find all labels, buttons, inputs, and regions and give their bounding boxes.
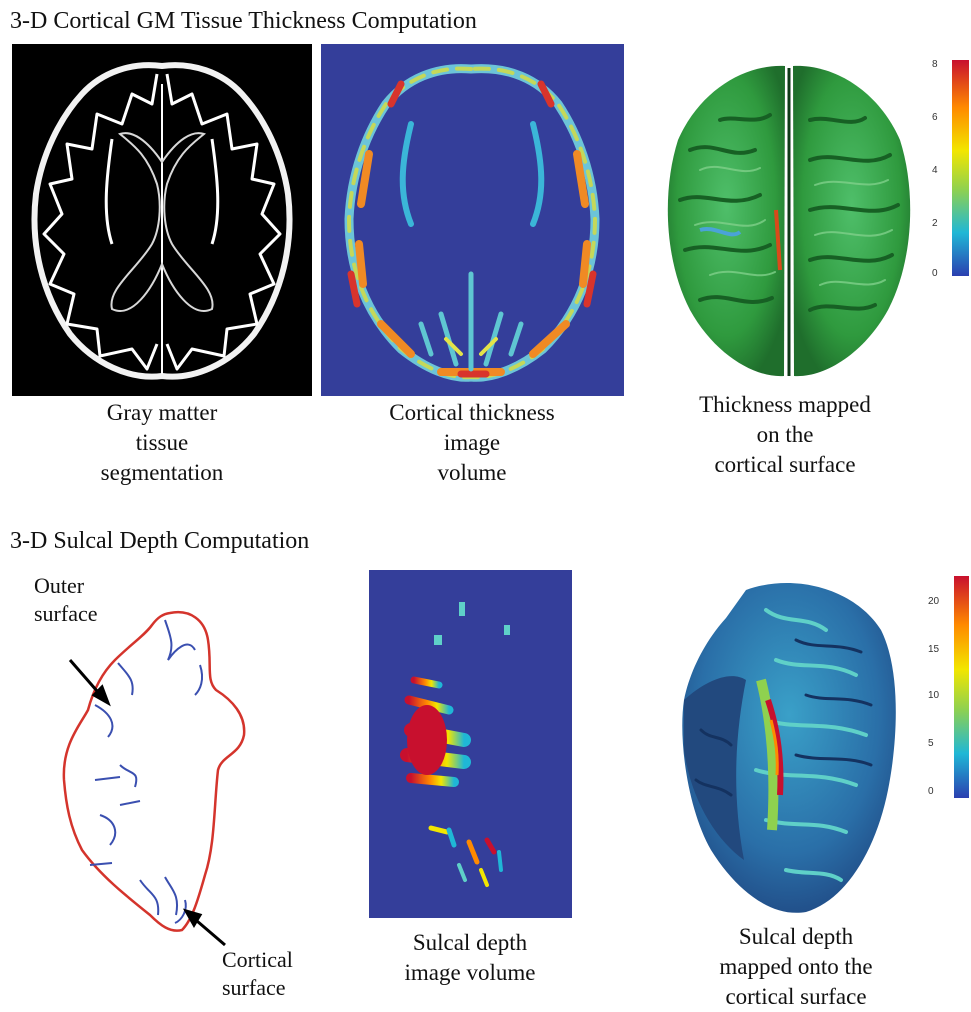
sulcal-depth-cortical-surface-render [676, 570, 902, 918]
caption-sulcal-depth-mapped: Sulcal depth mapped onto the cortical su… [676, 922, 916, 1012]
colorbar-tick: 0 [928, 786, 934, 797]
outer-surface-label: Outer surface [34, 572, 98, 628]
colorbar-tick: 2 [932, 218, 938, 229]
colorbar-tick: 15 [928, 644, 940, 655]
thickness-colorbar: 8 6 4 2 0 [930, 58, 971, 280]
colorbar-tick: 10 [928, 690, 940, 701]
outer-surface-outline [64, 612, 244, 930]
section1-title: 3-D Cortical GM Tissue Thickness Computa… [10, 8, 477, 35]
cortical-surface-label: Cortical surface [222, 946, 293, 1002]
caption-cortical-thickness-volume: Cortical thickness image volume [352, 398, 592, 488]
caption-gray-matter-segmentation: Gray matter tissue segmentation [42, 398, 282, 488]
colorbar-tick: 8 [932, 59, 938, 70]
thickness-cortical-surface-render [660, 60, 916, 382]
colorbar-tick: 4 [932, 165, 938, 176]
colorbar-tick: 20 [928, 596, 940, 607]
sulcal-depth-colorbar: 20 15 10 5 0 [926, 574, 971, 800]
cortical-thickness-volume-image [321, 44, 624, 396]
colorbar-tick: 6 [932, 112, 938, 123]
colorbar-tick: 5 [928, 738, 934, 749]
gray-matter-segmentation-image [12, 44, 312, 396]
colorbar-tick: 0 [932, 268, 938, 279]
caption-thickness-mapped: Thickness mapped on the cortical surface [660, 390, 910, 480]
sulcal-outline-diagram [0, 565, 330, 1010]
sulcal-depth-volume-image [369, 570, 572, 918]
caption-sulcal-depth-volume: Sulcal depth image volume [350, 928, 590, 988]
section2-title: 3-D Sulcal Depth Computation [10, 528, 309, 555]
